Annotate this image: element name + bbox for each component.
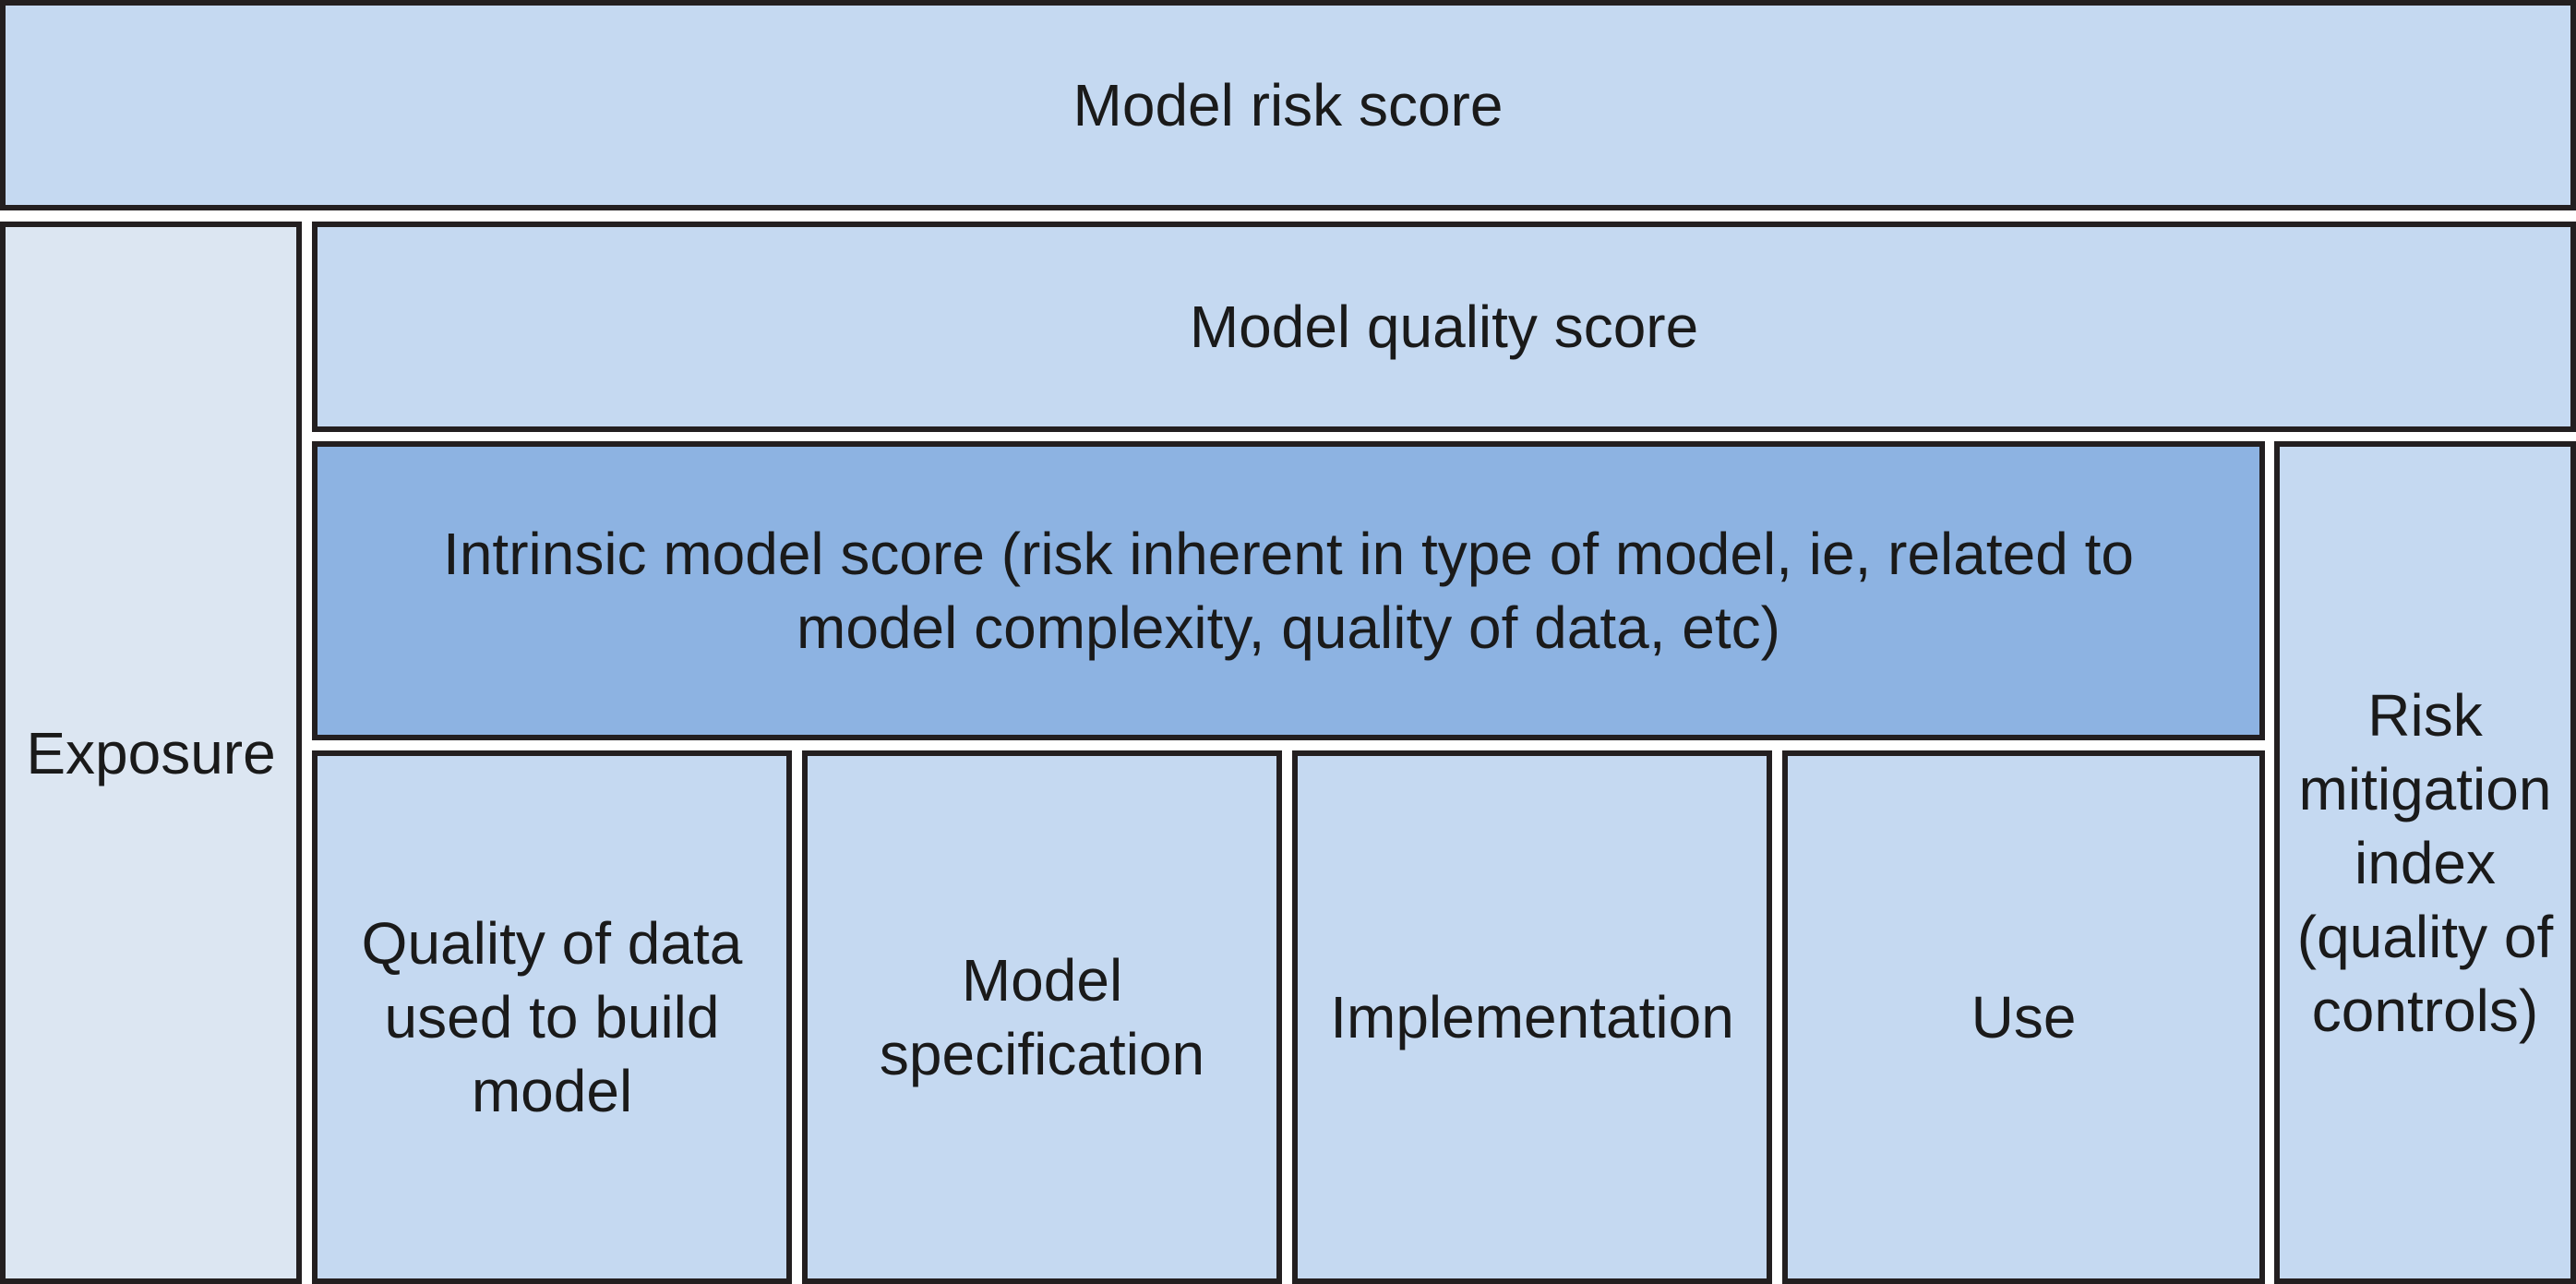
model-quality-score-box: Model quality score: [312, 222, 2576, 432]
model-specification-label: Model specification: [861, 943, 1223, 1091]
intrinsic-line-1: Intrinsic model score (risk inherent in …: [443, 521, 2134, 587]
data-quality-line-2: used to build: [384, 984, 720, 1050]
data-quality-line-1: Quality of data: [361, 910, 743, 977]
model-quality-score-label: Model quality score: [1189, 294, 1699, 360]
implementation-box: Implementation: [1292, 750, 1772, 1284]
risk-mitigation-index-box: Risk mitigation index (quality of contro…: [2274, 441, 2576, 1284]
model-risk-score-label: Model risk score: [1072, 72, 1504, 138]
model-spec-line-2: specification: [879, 1021, 1205, 1087]
intrinsic-model-score-label: Intrinsic model score (risk inherent in …: [388, 517, 2189, 665]
model-specification-box: Model specification: [802, 750, 1282, 1284]
data-quality-box: Quality of data used to build model: [312, 750, 792, 1284]
mitigation-line-5: controls): [2311, 977, 2539, 1044]
exposure-box: Exposure: [0, 222, 302, 1284]
mitigation-line-4: (quality of: [2296, 903, 2554, 970]
use-box: Use: [1782, 750, 2265, 1284]
data-quality-label: Quality of data used to build model: [343, 906, 761, 1128]
mitigation-line-3: index: [2354, 829, 2496, 896]
risk-mitigation-index-label: Risk mitigation index (quality of contro…: [2294, 678, 2557, 1048]
intrinsic-model-score-box: Intrinsic model score (risk inherent in …: [312, 441, 2265, 740]
model-risk-score-box: Model risk score: [0, 0, 2576, 210]
mitigation-line-1: Risk: [2367, 681, 2483, 749]
exposure-label: Exposure: [26, 719, 276, 786]
mitigation-line-2: mitigation: [2298, 755, 2552, 822]
implementation-label: Implementation: [1330, 984, 1734, 1050]
use-label: Use: [1971, 984, 2077, 1050]
model-spec-line-1: Model: [961, 947, 1123, 1014]
intrinsic-line-2: model complexity, quality of data, etc): [797, 594, 1780, 661]
data-quality-line-3: model: [471, 1058, 633, 1124]
